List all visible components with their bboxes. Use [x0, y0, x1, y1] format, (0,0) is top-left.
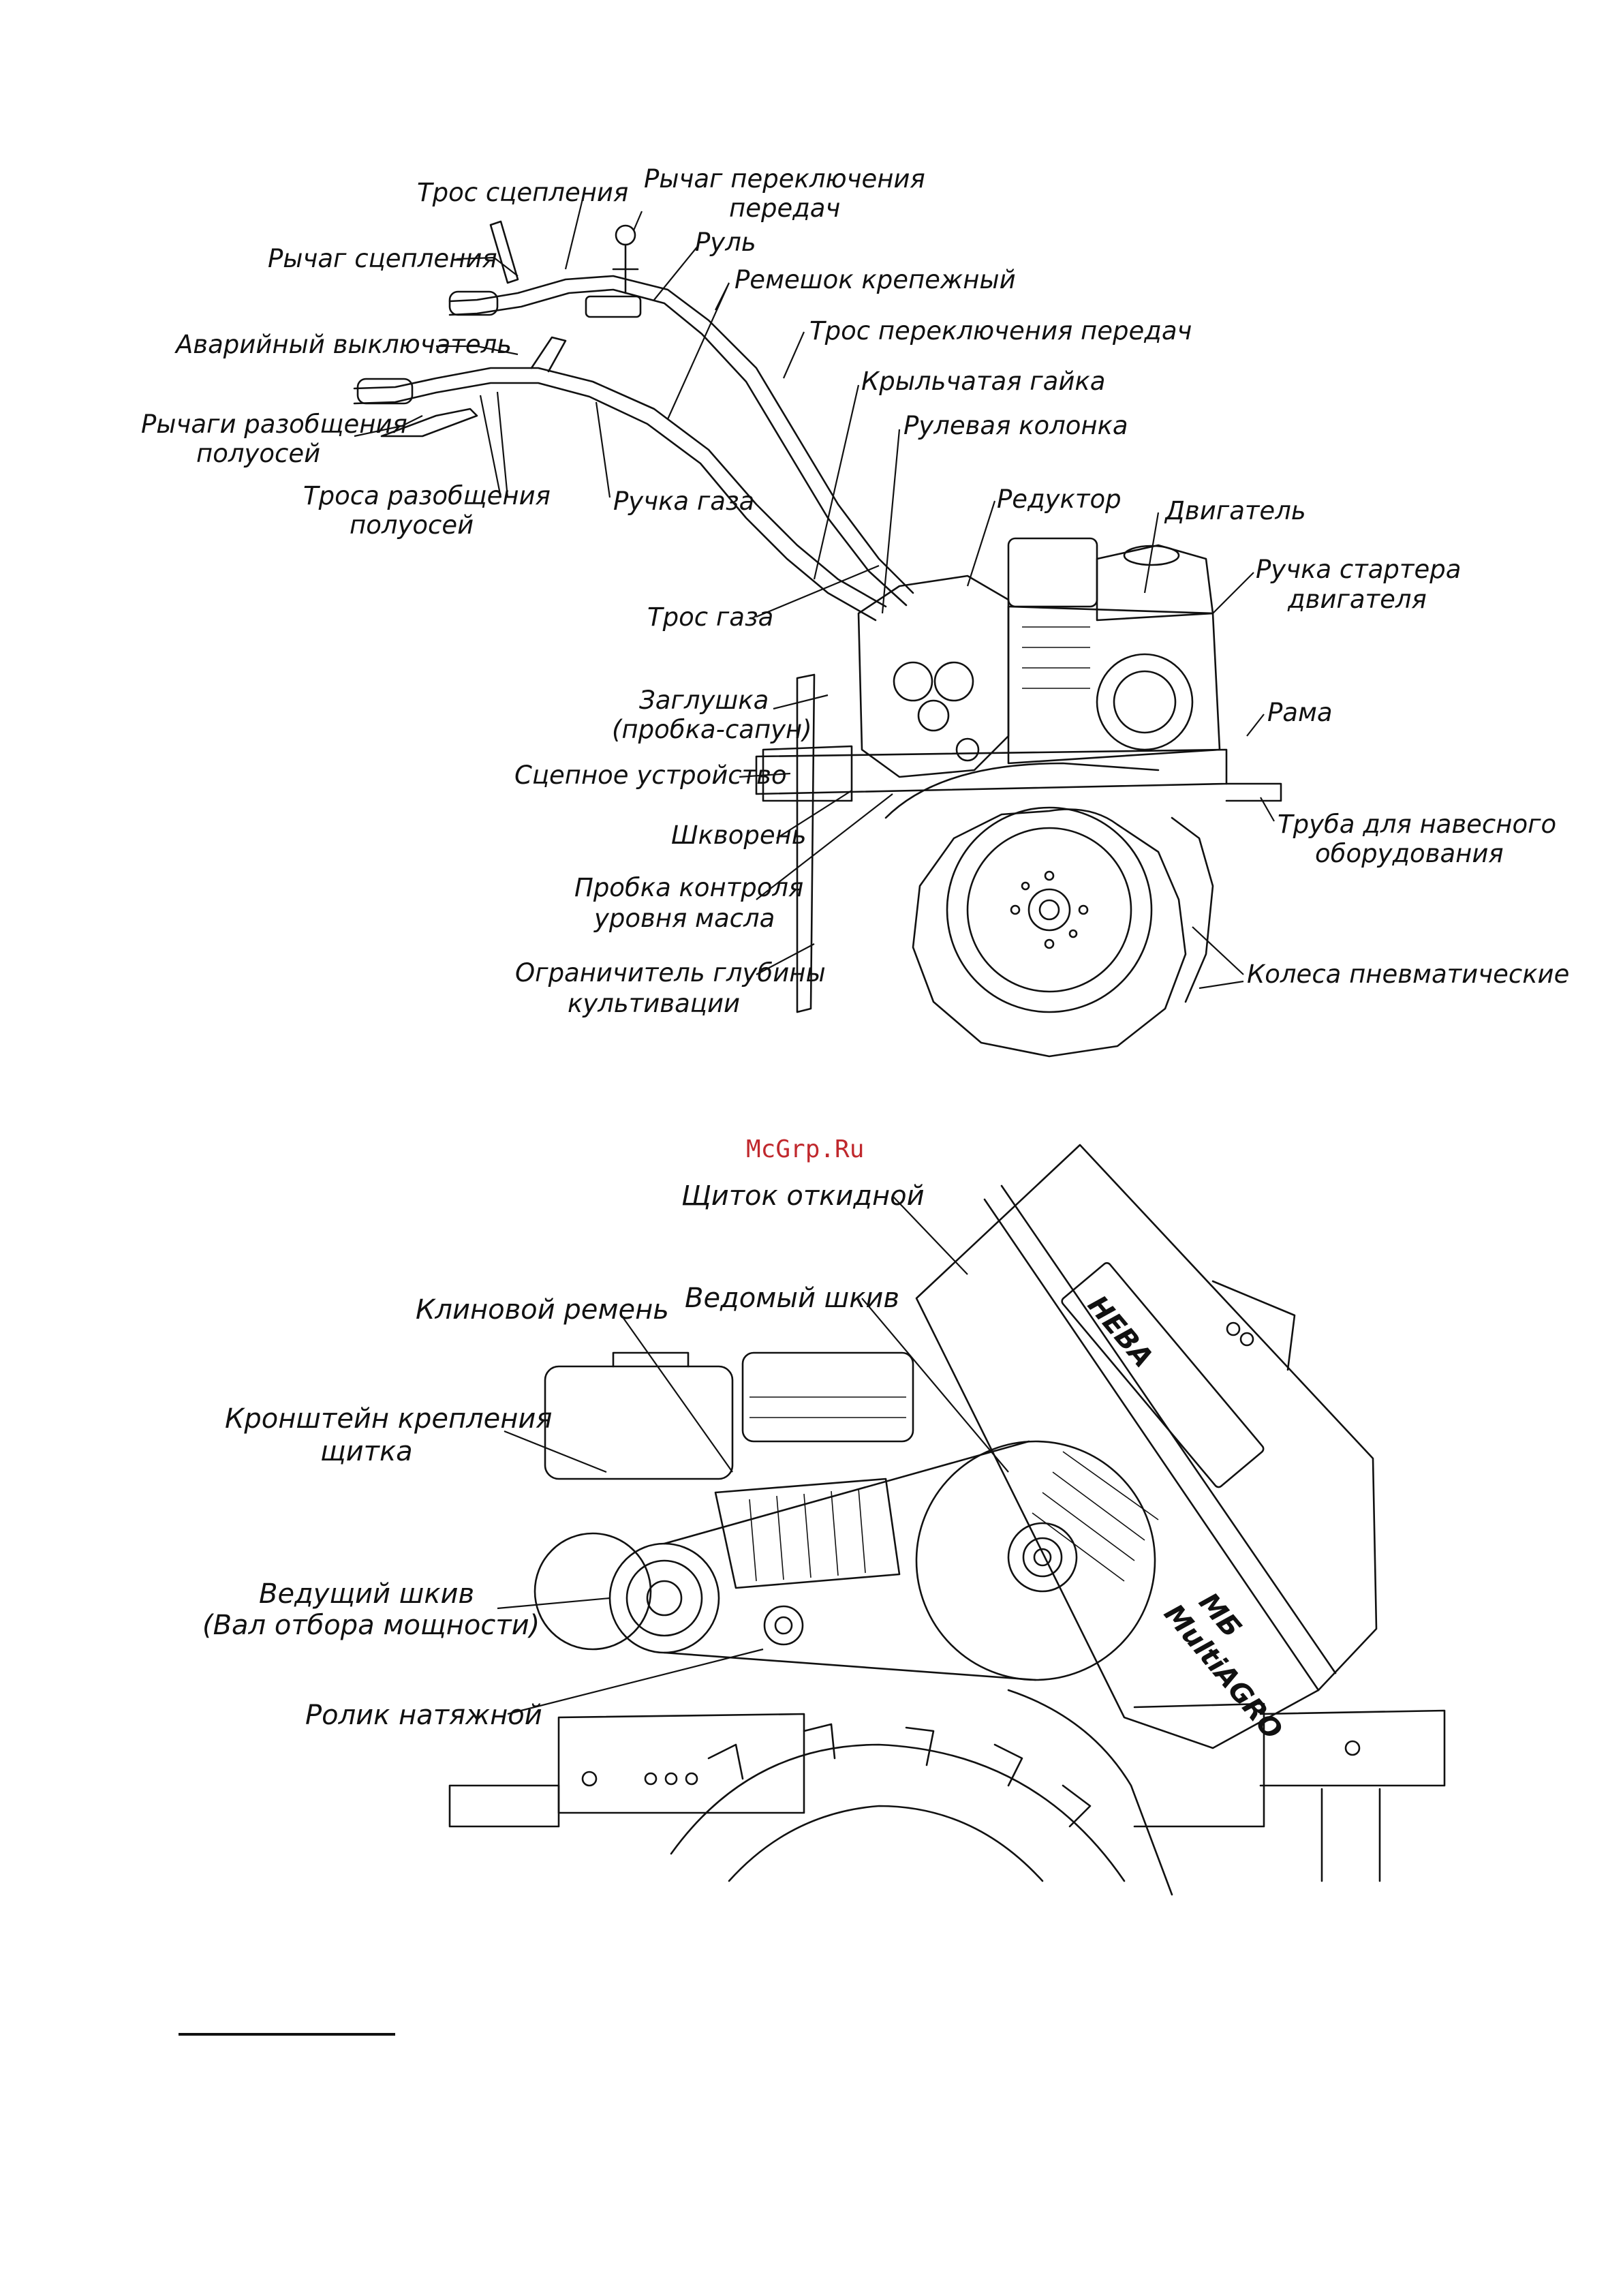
label-gear-cable: Трос переключения передач	[809, 316, 1192, 346]
label-tension-roller: Ролик натяжной	[305, 1700, 542, 1731]
driven-pulley-drawing	[915, 1440, 1156, 1681]
label-starter-handle-line1: Ручка стартера	[1256, 555, 1461, 584]
lower-grip	[356, 378, 414, 405]
label-guard-bracket-line2: щитка	[320, 1436, 413, 1467]
label-throttle-cable: Трос газа	[647, 602, 773, 632]
label-attachment-tube-line1: Труба для навесного	[1278, 810, 1556, 839]
label-depth-limiter-line2: культивации	[568, 989, 740, 1018]
label-drive-pulley-line2: (Вал отбора мощности)	[202, 1610, 540, 1641]
figure1-labels: Трос сцепления Рычаг переключения переда…	[141, 164, 1569, 1018]
handlebar-drawing	[353, 220, 914, 622]
label-strap: Ремешок крепежный	[735, 265, 1016, 294]
label-plug-line1: Заглушка	[639, 686, 769, 715]
label-plug-line2: (пробка-сапун)	[612, 715, 812, 744]
label-throttle-handle: Ручка газа	[613, 487, 754, 516]
label-clutch-lever: Рычаг сцепления	[268, 244, 497, 273]
label-emergency-switch: Аварийный выключатель	[174, 330, 512, 359]
depth-limiter-plate	[796, 673, 816, 1013]
label-v-belt: Клиновой ремень	[416, 1294, 669, 1326]
cover-logo: НЕВА	[1081, 1289, 1159, 1373]
label-frame: Рама	[1267, 698, 1333, 727]
frame-wheel-drawing	[448, 1689, 1446, 1896]
label-steering-column: Рулевая колонка	[903, 411, 1128, 440]
watermark-text: McGrp.Ru	[746, 1135, 864, 1163]
label-driven-pulley: Ведомый шкив	[685, 1283, 899, 1314]
label-disengage-levers-line1: Рычаги разобщения	[141, 410, 407, 439]
label-starter-handle-line2: двигателя	[1287, 585, 1427, 614]
label-guard-bracket-line1: Кронштейн крепления	[225, 1403, 553, 1435]
figure1-leader-lines	[354, 190, 1275, 990]
figure2-pulley-drawing: НЕВА МБ MultiAGRO	[202, 1144, 1446, 1896]
hinged-guard-drawing: НЕВА МБ MultiAGRO	[915, 1144, 1378, 1749]
label-gearbox: Редуктор	[997, 485, 1122, 514]
figure1-motoblock-drawing: Трос сцепления Рычаг переключения переда…	[141, 164, 1569, 1058]
label-wheels: Колеса пневматические	[1247, 960, 1569, 989]
frame-drawing	[755, 673, 1282, 1013]
label-gear-lever-line2: передач	[729, 194, 840, 223]
label-disengage-levers-line2: полуосей	[196, 439, 320, 468]
gearbox-drawing	[857, 575, 1010, 778]
gear-knob	[615, 224, 636, 246]
wheel-drawing	[912, 806, 1214, 1058]
label-gear-lever-line1: Рычаг переключения	[644, 164, 925, 194]
label-engine: Двигатель	[1164, 496, 1306, 525]
upper-grip	[448, 290, 499, 316]
engine-drawing	[1007, 537, 1221, 765]
engine-block-drawing	[544, 1351, 914, 1589]
label-oil-plug-line1: Пробка контроля	[574, 873, 803, 902]
label-hitch: Сцепное устройство	[514, 761, 787, 790]
label-wing-nut: Крыльчатая гайка	[861, 367, 1105, 396]
label-attachment-tube-line2: оборудования	[1315, 839, 1504, 868]
drive-pulley-drawing	[534, 1440, 1037, 1681]
label-disengage-cables-line2: полуосей	[350, 510, 474, 540]
label-kingpin: Шкворень	[671, 821, 807, 850]
label-handlebar: Руль	[695, 228, 756, 257]
label-drive-pulley-line1: Ведущий шкив	[259, 1578, 474, 1610]
label-disengage-cables-line1: Троса разобщения	[303, 481, 551, 510]
label-clutch-cable: Трос сцепления	[417, 178, 628, 207]
label-oil-plug-line2: уровня масла	[593, 904, 775, 933]
label-hinged-guard: Щиток откидной	[681, 1180, 925, 1212]
label-depth-limiter-line1: Ограничитель глубины	[515, 958, 826, 988]
figure2-labels: Щиток откидной Клиновой ремень Ведомый ш…	[202, 1180, 925, 1731]
figure2-leader-lines	[497, 1195, 1009, 1715]
